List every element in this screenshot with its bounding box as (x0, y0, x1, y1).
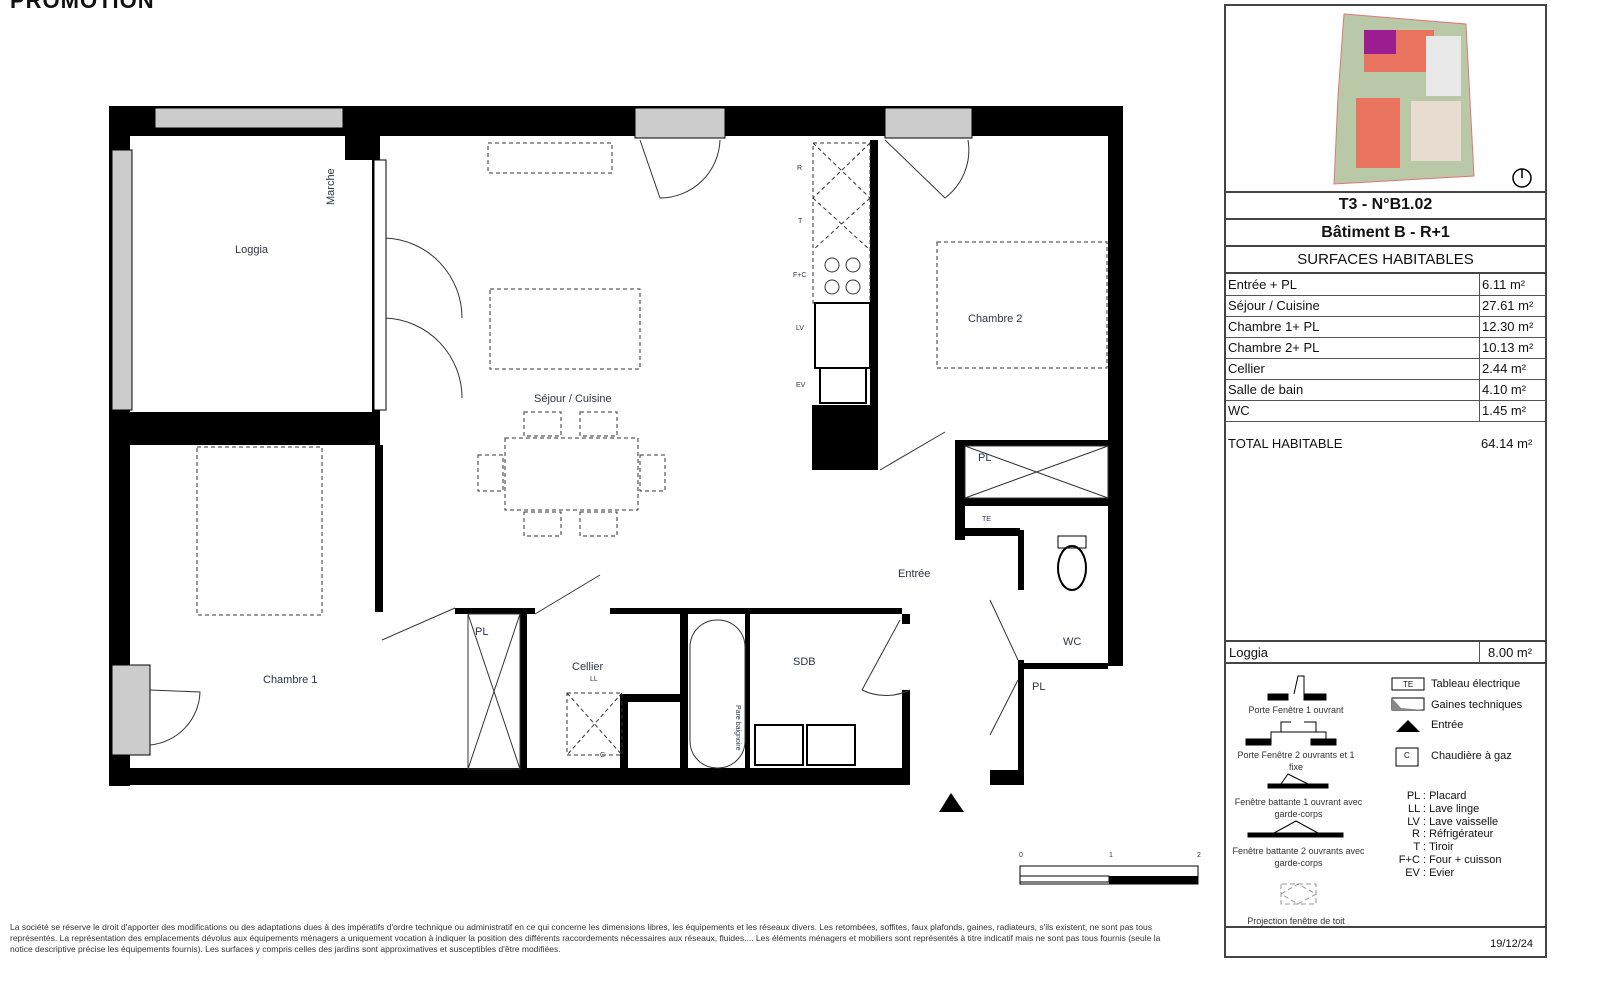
windows (111, 107, 973, 756)
te-label: TE (982, 516, 991, 523)
abbreviations-list: PL : Placard LL : Lave linge LV : Lave v… (1398, 790, 1502, 879)
building-title: Bâtiment B - R+1 (1226, 218, 1545, 245)
pl-label: PL (1032, 681, 1045, 693)
legend-symbols (1245, 675, 1425, 905)
room-entree: Entrée (898, 568, 930, 580)
room-loggia: Loggia (235, 244, 269, 256)
kitchen-label: EV (796, 382, 806, 389)
kitchen-label: T (798, 218, 803, 225)
legend-symbol-label: Fenêtre battante 2 ouvrants avec garde-c… (1232, 846, 1365, 868)
entrance-icon (1396, 720, 1420, 732)
legend-symbol-label: Fenêtre battante 1 ouvrant avec garde-co… (1234, 797, 1363, 819)
scale-label: 2 (1197, 852, 1201, 859)
c-label: C (600, 752, 605, 759)
legend-label: Gaines techniques (1431, 699, 1523, 711)
plan-date: 19/12/24 (1490, 938, 1533, 950)
scale-label: 0 (1019, 852, 1023, 859)
loggia-chambre1-wall (109, 412, 380, 445)
legend-symbol-label: Projection fenêtre de toit (1247, 916, 1345, 926)
surfaces-title: SURFACES HABITABLES (1226, 245, 1545, 272)
kitchen-label: F+C (793, 272, 806, 279)
disclaimer: La société se réserve le droit d'apporte… (10, 922, 1161, 954)
legend-label: Entrée (1431, 719, 1464, 731)
info-panel: T3 - N°B1.02 Bâtiment B - R+1 SURFACES H… (1224, 4, 1547, 958)
room-cellier: Cellier (572, 661, 604, 673)
bottom-wall (109, 768, 909, 785)
legend-label: Chaudière à gaz (1431, 750, 1512, 762)
pl-label: PL (475, 626, 488, 638)
legend-symbol-label: Porte Fenêtre 1 ouvrant (1248, 705, 1344, 715)
scale-label: 1 (1109, 852, 1113, 859)
room-chambre1: Chambre 1 (263, 674, 317, 686)
room-chambre2: Chambre 2 (968, 313, 1022, 325)
loggia-name: Loggia (1229, 645, 1269, 660)
promotion-heading: PROMOTION (10, 0, 155, 13)
loggia-row: Loggia 8.00 m² (1226, 640, 1545, 664)
legend-symbol-label: Porte Fenêtre 2 ouvrants et 1 fixe (1237, 750, 1355, 772)
pl-label: PL (978, 452, 991, 464)
marche-label: Marche (325, 168, 337, 205)
kitchen-label: LV (796, 325, 804, 332)
te-symbol: TE (1403, 680, 1414, 689)
ll-label: LL (590, 676, 598, 683)
room-sejour: Séjour / Cuisine (534, 393, 612, 405)
room-wc: WC (1063, 636, 1081, 648)
loggia-value: 8.00 m² (1479, 642, 1532, 664)
kitchen-label: R (797, 165, 802, 172)
room-sdb: SDB (793, 656, 816, 668)
room-labels: Loggia Marche Séjour / Cuisine Chambre 2… (235, 165, 1081, 759)
right-wall (1108, 106, 1123, 666)
entrance-marker-icon (939, 793, 964, 812)
pare-baignoire-label: Pare baignoire (734, 705, 741, 751)
scale-bar: 0 1 2 (1019, 852, 1201, 885)
site-plan-thumbnail (1333, 13, 1532, 188)
loggia-wall-top (345, 106, 380, 160)
legend-label: Tableau électrique (1431, 678, 1521, 690)
doors-and-furniture (149, 139, 1109, 770)
c-symbol: C (1404, 751, 1410, 760)
lot-title: T3 - N°B1.02 (1226, 191, 1545, 217)
